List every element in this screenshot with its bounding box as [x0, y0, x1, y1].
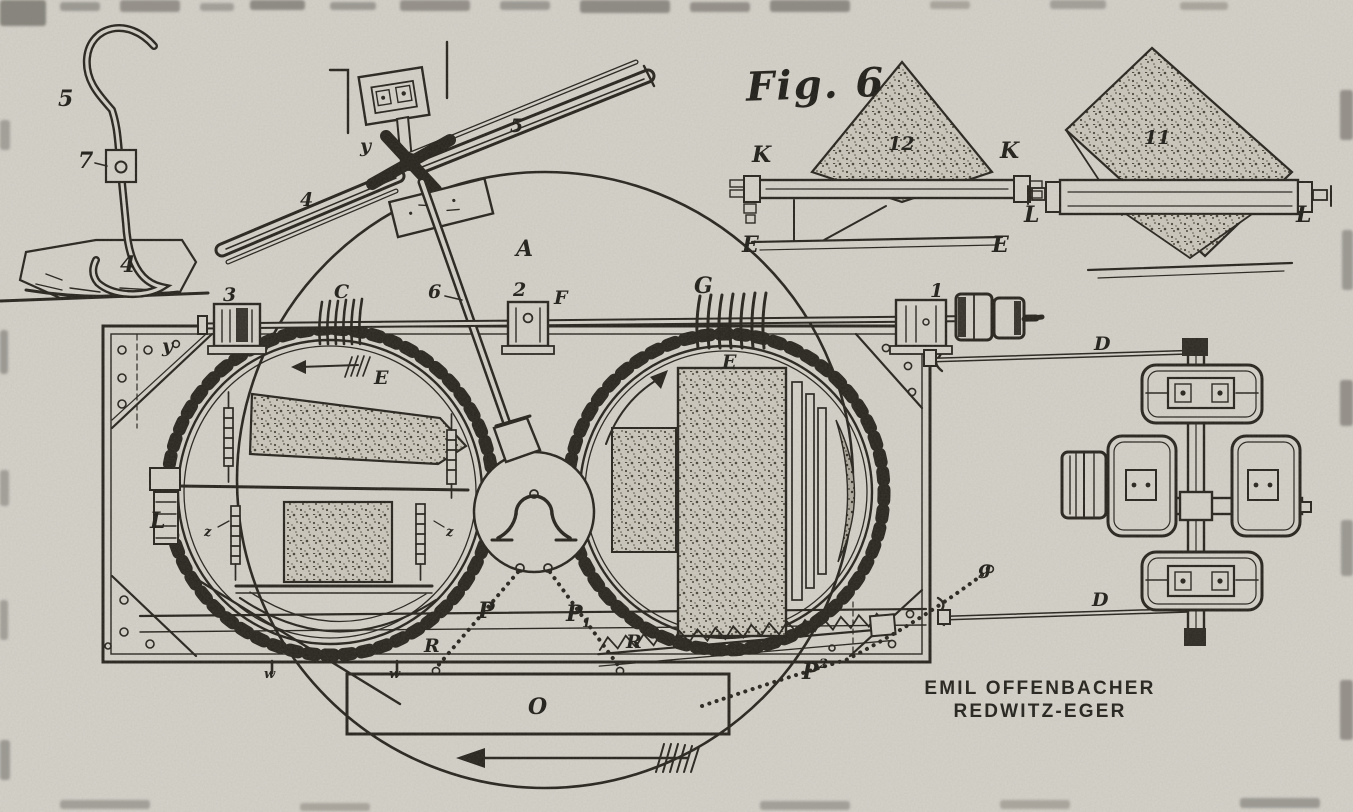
patent-engraving-page: EMIL OFFENBACHER REDWITZ-EGER Fig. 6 5 7… — [0, 0, 1353, 812]
noise-overlay — [0, 0, 1353, 812]
